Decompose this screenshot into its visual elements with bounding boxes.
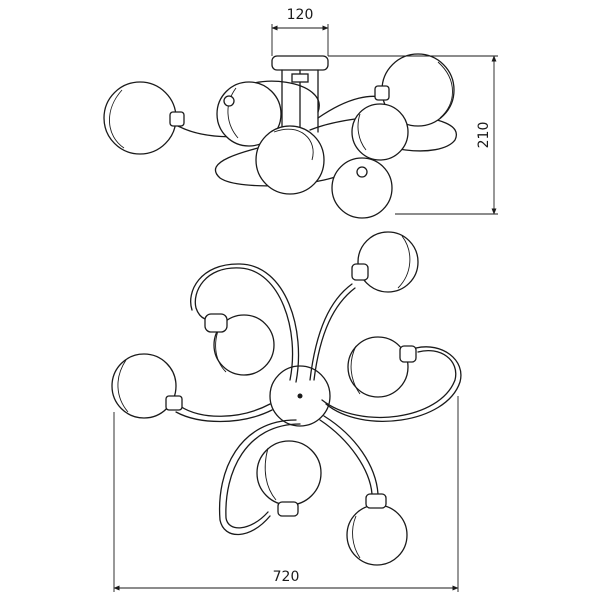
side-shade-bottom: [255, 125, 325, 195]
dimension-top-width-label: 120: [287, 7, 314, 23]
dimension-overall-width: 720: [113, 396, 459, 592]
side-shade-top-right: [374, 53, 455, 127]
dimension-height-label: 210: [476, 122, 492, 149]
top-shade-right: [347, 336, 417, 398]
side-shade-center-left: [216, 81, 282, 147]
top-arms: [175, 263, 462, 536]
side-shade-bottom-right: [331, 157, 393, 219]
top-shade-upper-right: [351, 231, 419, 293]
dimension-top-width: 120: [271, 7, 329, 56]
top-shade-bottom-right: [346, 493, 408, 566]
dimension-height: 210: [328, 55, 498, 215]
dimension-overall-width-label: 720: [273, 569, 300, 585]
top-shade-left: [111, 353, 183, 419]
side-shade-center: [351, 103, 409, 161]
side-canopy: [271, 55, 329, 71]
side-stems: [281, 69, 319, 133]
top-canopy: [269, 365, 331, 427]
top-shade-upper-left: [204, 313, 275, 376]
side-shade-left: [103, 81, 185, 155]
top-view: 720: [111, 231, 462, 592]
side-view: 120 210: [103, 7, 498, 219]
top-shade-bottom-center: [256, 440, 322, 517]
